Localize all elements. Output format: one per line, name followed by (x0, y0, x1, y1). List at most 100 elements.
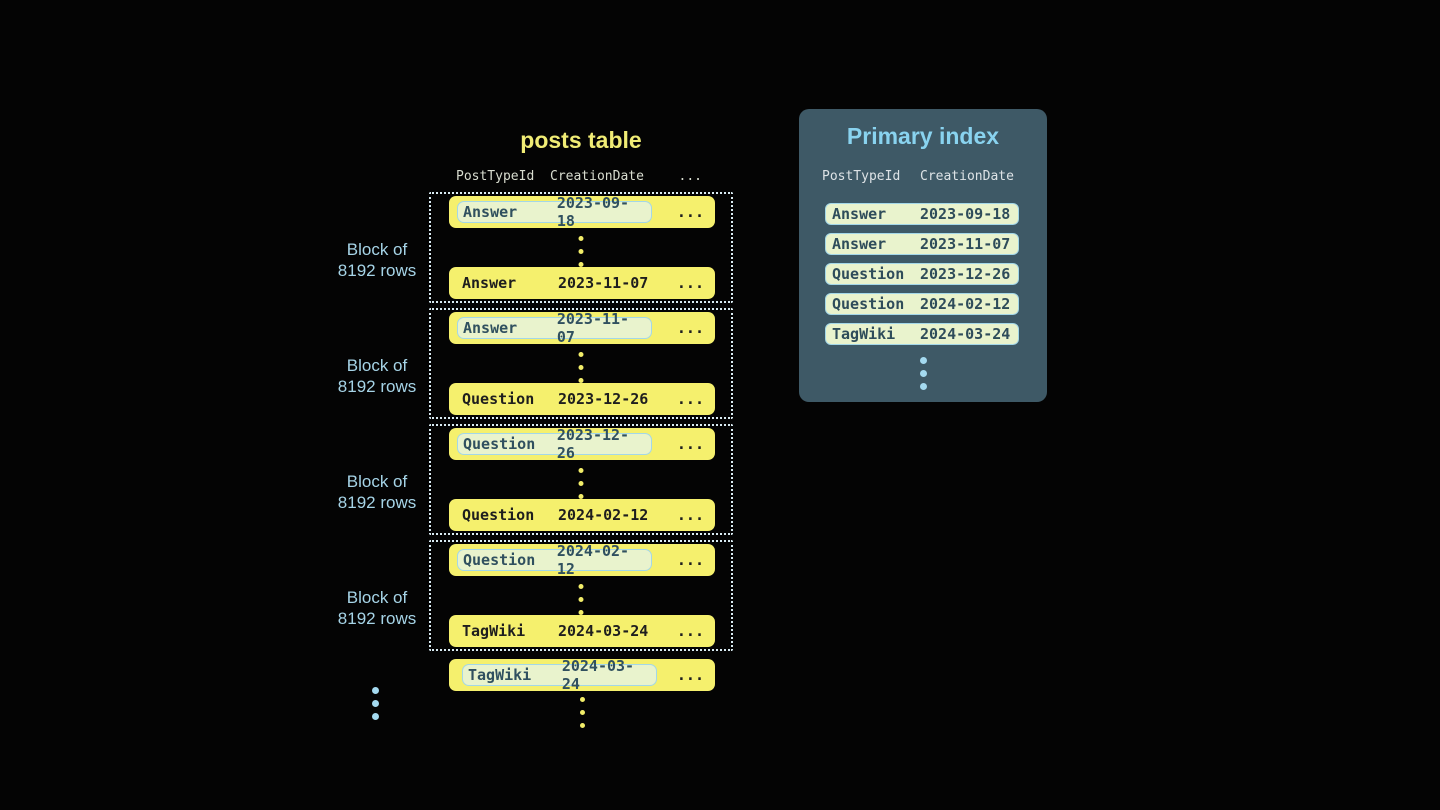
row-posttypeid: TagWiki (468, 666, 532, 684)
dot-icon (578, 236, 584, 241)
rows-ellipsis-icon (578, 584, 584, 615)
block-label-line2: 8192 rows (337, 260, 417, 280)
row-more-columns: ... (676, 435, 704, 453)
column-header-creationdate: CreationDate (920, 168, 1014, 184)
primary-index-row: Answer 2023-11-07 (825, 233, 1019, 255)
row-posttypeid: TagWiki (462, 622, 526, 640)
table-row-first: Answer 2023-09-18 ... (449, 194, 715, 230)
block-label-line1: Block of (346, 355, 408, 375)
table-row-last: Question 2024-02-12 ... (449, 499, 715, 531)
dot-icon (919, 370, 927, 377)
row-more-columns: ... (676, 622, 704, 640)
row-more-columns: ... (676, 506, 704, 524)
index-mark-highlight: Answer 2023-11-07 (457, 310, 652, 346)
table-row-first: Answer 2023-11-07 ... (449, 310, 715, 346)
row-creationdate: 2024-02-12 (558, 506, 649, 524)
row-creationdate: 2024-03-24 (920, 325, 1011, 343)
posts-table: posts table PostTypeId CreationDate ... … (338, 125, 733, 728)
row-creationdate: 2023-12-26 (556, 426, 630, 462)
table-row-last: TagWiki 2024-03-24 ... (449, 615, 715, 647)
more-rows-ellipsis-icon (449, 697, 715, 728)
dot-icon (578, 468, 584, 473)
dot-icon (578, 249, 584, 254)
dot-icon (372, 700, 379, 707)
row-posttypeid: Answer (832, 205, 887, 223)
index-mark-highlight: Question 2023-12-26 (457, 426, 652, 462)
row-creationdate: 2023-09-18 (920, 205, 1011, 223)
row-creationdate: 2023-09-18 (556, 194, 630, 230)
row-creationdate: 2024-03-24 (561, 657, 635, 693)
row-block: Block of 8192 rows Question 2023-12-26 .… (338, 424, 733, 535)
row-posttypeid: Answer (462, 274, 517, 292)
row-more-columns: ... (676, 666, 704, 684)
dot-icon (578, 610, 584, 615)
row-more-columns: ... (676, 319, 704, 337)
dot-icon (578, 481, 584, 486)
dot-icon (578, 378, 584, 383)
dot-icon (578, 597, 584, 602)
table-row-first: Question 2024-02-12 ... (449, 542, 715, 578)
dot-icon (579, 723, 585, 728)
primary-index-row: Question 2023-12-26 (825, 263, 1019, 285)
more-blocks-ellipsis-icon (372, 687, 379, 720)
primary-index-rows: Answer 2023-09-18 Answer 2023-11-07 Ques… (825, 203, 1047, 345)
index-mark-highlight: Answer 2023-09-18 (457, 194, 652, 230)
primary-index-row: Question 2024-02-12 (825, 293, 1019, 315)
table-row-first: Question 2023-12-26 ... (449, 426, 715, 462)
row-posttypeid: Question (832, 295, 905, 313)
row-creationdate: 2023-11-07 (920, 235, 1011, 253)
dot-icon (579, 710, 585, 715)
rows-ellipsis-icon (578, 352, 584, 383)
row-creationdate: 2024-02-12 (920, 295, 1011, 313)
posts-table-title: posts table (520, 127, 642, 153)
block-label-line1: Block of (346, 239, 408, 259)
block-label-line1: Block of (346, 471, 408, 491)
more-entries-ellipsis-icon (799, 357, 1047, 390)
dot-icon (372, 713, 379, 720)
row-posttypeid: Question (463, 551, 536, 569)
column-header-more: ... (678, 168, 702, 184)
row-posttypeid: Answer (832, 235, 887, 253)
primary-index-panel: Primary index PostTypeId CreationDate An… (799, 109, 1047, 402)
primary-index-row: Answer 2023-09-18 (825, 203, 1019, 225)
row-block: Block of 8192 rows Answer 2023-09-18 ...… (338, 192, 733, 303)
block-label-line2: 8192 rows (337, 376, 417, 396)
dot-icon (919, 357, 927, 364)
table-row-last: Answer 2023-11-07 ... (449, 267, 715, 299)
row-creationdate: 2023-11-07 (556, 310, 630, 346)
primary-index-headers: PostTypeId CreationDate (799, 167, 1047, 185)
row-block: Block of 8192 rows Question 2024-02-12 .… (338, 540, 733, 651)
row-creationdate: 2023-11-07 (558, 274, 649, 292)
index-mark-highlight: Question 2024-02-12 (457, 542, 652, 578)
row-creationdate: 2023-12-26 (558, 390, 649, 408)
row-creationdate: 2024-03-24 (558, 622, 649, 640)
rows-ellipsis-icon (578, 468, 584, 499)
primary-index-row: TagWiki 2024-03-24 (825, 323, 1019, 345)
block-label: Block of 8192 rows (325, 239, 429, 281)
table-row-last: Question 2023-12-26 ... (449, 383, 715, 415)
row-more-columns: ... (676, 390, 704, 408)
row-posttypeid: Answer (463, 319, 518, 337)
dot-icon (578, 365, 584, 370)
row-block: Block of 8192 rows Answer 2023-11-07 ...… (338, 308, 733, 419)
dot-icon (578, 352, 584, 357)
row-posttypeid: TagWiki (832, 325, 896, 343)
column-header-creationdate: CreationDate (550, 168, 644, 184)
block-label: Block of 8192 rows (325, 471, 429, 513)
primary-index-title: Primary index (846, 123, 1000, 149)
row-posttypeid: Question (832, 265, 905, 283)
trailing-table-row: TagWiki 2024-03-24 ... (449, 657, 715, 693)
column-header-posttypeid: PostTypeId (456, 168, 535, 184)
row-more-columns: ... (676, 274, 704, 292)
row-posttypeid: Question (463, 435, 536, 453)
dot-icon (372, 687, 379, 694)
row-more-columns: ... (676, 551, 704, 569)
block-label-line1: Block of (346, 587, 408, 607)
row-posttypeid: Answer (463, 203, 518, 221)
posts-blocks: Block of 8192 rows Answer 2023-09-18 ...… (338, 192, 733, 651)
dot-icon (578, 494, 584, 499)
block-label-line2: 8192 rows (337, 608, 417, 628)
block-label: Block of 8192 rows (325, 355, 429, 397)
row-more-columns: ... (676, 203, 704, 221)
